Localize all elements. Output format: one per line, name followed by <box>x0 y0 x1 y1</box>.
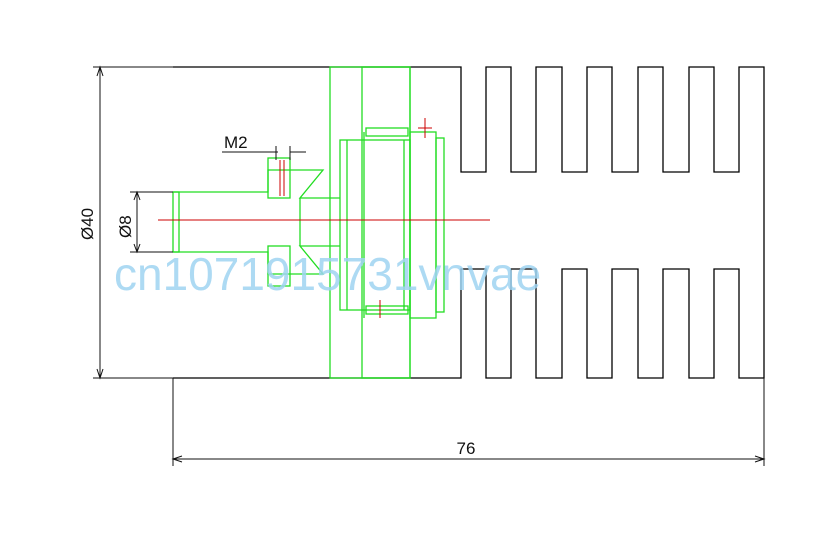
connector-nut <box>267 157 291 199</box>
dia40-arrow-top <box>96 65 104 77</box>
connector-lip <box>435 137 445 313</box>
flange-plate <box>329 66 411 379</box>
dia40-arrow-bottom <box>96 368 104 380</box>
dia8-label: Ø8 <box>116 215 135 238</box>
watermark-text: cn1071915731vnvae <box>114 248 541 300</box>
heatsink-outline <box>173 66 765 379</box>
flange-bolt-top <box>365 127 409 137</box>
connector-outline <box>172 66 445 379</box>
dia8-arrow-top <box>133 190 141 201</box>
len76-arrow-left <box>171 455 183 463</box>
centerline-group <box>158 118 490 318</box>
connector-nut-lower <box>267 245 291 287</box>
connector-body-upper <box>173 169 340 199</box>
dia8-arrow-bottom <box>133 243 141 254</box>
dia40-label: Ø40 <box>78 208 97 240</box>
thread-label: M2 <box>224 133 248 152</box>
dimension-lines <box>93 65 766 466</box>
len76-arrow-right <box>754 455 766 463</box>
heatsink-top-fins <box>173 66 765 379</box>
flange-bolt-bottom <box>365 305 409 315</box>
flange-inner <box>361 66 411 379</box>
connector-pin <box>172 191 180 253</box>
length-label: 76 <box>457 439 476 458</box>
